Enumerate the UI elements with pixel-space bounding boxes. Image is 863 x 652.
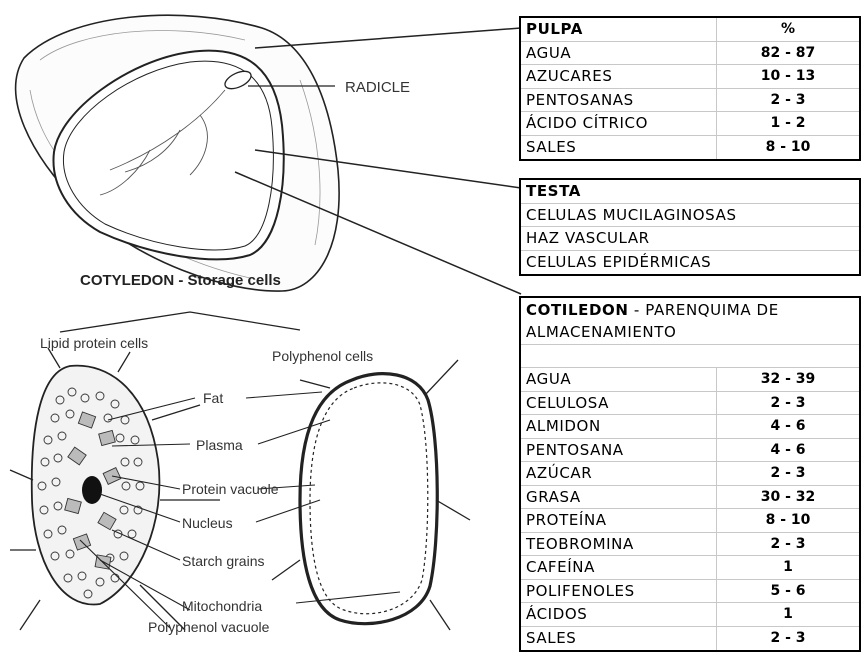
fat-label: Fat	[203, 390, 223, 406]
protein-vacuole-label: Protein vacuole	[182, 481, 279, 497]
row-name: TEOBROMINA	[521, 533, 717, 556]
testa-table: TESTA CELULAS MUCILAGINOSAS HAZ VASCULAR…	[519, 178, 861, 276]
row-value: 4 - 6	[717, 415, 859, 438]
row-value: 2 - 3	[717, 627, 859, 651]
polyphenol-cell	[272, 360, 470, 630]
row-value: 82 - 87	[717, 42, 859, 65]
row-name: AGUA	[521, 368, 717, 391]
row-value: 1	[717, 556, 859, 579]
row-name: HAZ VASCULAR	[521, 227, 859, 250]
row-value: 8 - 10	[717, 509, 859, 532]
row-name: ALMIDON	[521, 415, 717, 438]
row-name: SALES	[521, 627, 717, 651]
row-value: 2 - 3	[717, 462, 859, 485]
row-value: 1 - 2	[717, 112, 859, 135]
row-name: ÁCIDOS	[521, 603, 717, 626]
row-name: PROTEÍNA	[521, 509, 717, 532]
cotyledon-label: COTYLEDON - Storage cells	[80, 272, 281, 289]
row-name: CELULAS EPIDÉRMICAS	[521, 251, 859, 275]
starch-grains-label: Starch grains	[182, 553, 264, 569]
pulpa-header: PULPA	[521, 18, 717, 41]
lipid-protein-cells-label: Lipid protein cells	[40, 335, 148, 351]
row-value: 8 - 10	[717, 136, 859, 160]
row-value: 32 - 39	[717, 368, 859, 391]
row-name: CELULOSA	[521, 392, 717, 415]
pulpa-leader	[255, 28, 521, 48]
row-name: PENTOSANA	[521, 439, 717, 462]
table-row: CELULAS MUCILAGINOSAS	[521, 204, 859, 228]
mitochondria-label: Mitochondria	[182, 598, 262, 614]
row-name: AZUCARES	[521, 65, 717, 88]
pulpa-header-value: %	[717, 18, 859, 41]
row-name: AGUA	[521, 42, 717, 65]
row-value: 5 - 6	[717, 580, 859, 603]
cotiledon-table: COTILEDON - PARENQUIMA DE ALMACENAMIENTO…	[519, 296, 861, 652]
row-value: 30 - 32	[717, 486, 859, 509]
table-row: CELULAS EPIDÉRMICAS	[521, 251, 859, 275]
polyphenol-vacuole-label: Polyphenol vacuole	[148, 619, 270, 635]
cotiledon-header-bold: COTILEDON	[526, 301, 629, 319]
row-name: CELULAS MUCILAGINOSAS	[521, 204, 859, 227]
nucleus-label: Nucleus	[182, 515, 233, 531]
row-value: 2 - 3	[717, 392, 859, 415]
testa-header: TESTA	[521, 180, 859, 203]
row-name: POLIFENOLES	[521, 580, 717, 603]
cotiledon-header-row: COTILEDON - PARENQUIMA DE ALMACENAMIENTO	[521, 298, 859, 345]
row-name: AZÚCAR	[521, 462, 717, 485]
row-value: 2 - 3	[717, 533, 859, 556]
pulpa-header-row: PULPA %	[521, 18, 859, 42]
empty-row	[521, 345, 859, 368]
row-value: 10 - 13	[717, 65, 859, 88]
row-name: ÁCIDO CÍTRICO	[521, 112, 717, 135]
row-value: 1	[717, 603, 859, 626]
row-value: 2 - 3	[717, 89, 859, 112]
plasma-label: Plasma	[196, 437, 243, 453]
bracket	[60, 312, 300, 332]
row-name: GRASA	[521, 486, 717, 509]
row-name: SALES	[521, 136, 717, 160]
cotiledon-header: COTILEDON - PARENQUIMA DE ALMACENAMIENTO	[521, 298, 859, 344]
row-name: PENTOSANAS	[521, 89, 717, 112]
row-name: CAFEÍNA	[521, 556, 717, 579]
testa-header-row: TESTA	[521, 180, 859, 204]
radicle-label: RADICLE	[345, 79, 410, 96]
table-row: HAZ VASCULAR	[521, 227, 859, 251]
polyphenol-cells-label: Polyphenol cells	[272, 348, 373, 364]
row-value: 4 - 6	[717, 439, 859, 462]
